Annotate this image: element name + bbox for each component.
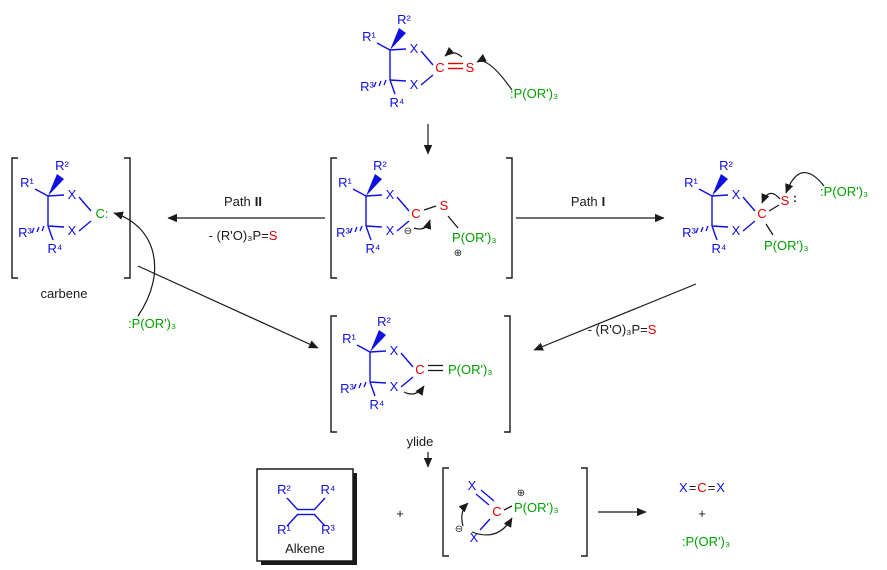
bracket-left [330, 157, 337, 279]
plus-charge: ⊕ [517, 488, 525, 499]
starting-thiocarbonyl: C S :P(OR')₃ [359, 11, 558, 111]
atom-s: S [781, 193, 790, 208]
carbene-label: carbene [41, 286, 88, 301]
path-ii-label: Path II [224, 194, 262, 209]
double-bond-sign: = [708, 480, 716, 495]
ring-skeleton-instance [335, 157, 410, 257]
path-ii-byproduct: - (R'O)₃P=S [209, 228, 278, 243]
atom-r2: R² [277, 482, 291, 497]
bond-s-p [447, 215, 459, 229]
plus-sign-1: + [396, 506, 404, 521]
curved-arrow-phosphite-to-s [785, 171, 825, 194]
curved-arrow-phosphite-to-s [476, 54, 513, 91]
atom-x-top: X [468, 478, 477, 493]
phosphorane-group: P(OR')₃ [448, 362, 493, 377]
bond-r3-c [313, 513, 326, 527]
phosphonium-group: P(OR')₃ [764, 238, 809, 253]
atom-c-ylide: C [415, 362, 424, 377]
minus-charge: ⊖ [404, 226, 412, 237]
path-i-numeral: I [602, 194, 606, 209]
diagonal-arrow-adduct-to-ylide [533, 283, 697, 351]
heterocumulene-product: X=C=X [679, 480, 725, 495]
curved-arrow-pi-to-c [444, 46, 463, 58]
plus-charge: ⊕ [454, 248, 462, 259]
diagonal-arrow-carbene-to-ylide [137, 265, 319, 349]
atom-r4: R⁴ [321, 482, 336, 497]
bracket-right [581, 467, 588, 557]
alkene-label: Alkene [285, 541, 325, 556]
atom-carbene-c: C: [96, 206, 109, 221]
bond-c-x [479, 518, 491, 531]
path-ii-numeral: II [255, 194, 262, 209]
bond-c-s [768, 204, 780, 212]
atom-x-bottom: X [470, 530, 479, 545]
atom-c-thiocarbonyl: C [435, 60, 444, 75]
atom-x: X [679, 480, 688, 495]
byproduct-sulfur: S [648, 322, 657, 337]
curved-arrow-to-p [471, 517, 513, 536]
atom-c: C [492, 504, 501, 519]
path-i-adduct: C S : P(OR')₃ :P(OR')₃ [681, 157, 868, 257]
bracket-left [442, 467, 449, 557]
bond-c-p [765, 223, 774, 236]
ylide-label: ylide [407, 434, 434, 449]
atom-s: S [440, 198, 449, 213]
final-products: X=C=X + :P(OR')₃ [679, 480, 730, 549]
ring-skeleton-instance [681, 157, 756, 257]
plus-sign-2: + [698, 506, 706, 521]
path-i-byproduct: - (R'O)₃P=S [588, 322, 657, 337]
alkene-product: R² R⁴ R¹ R³ Alkene [256, 468, 357, 565]
path-i-label: Path I [571, 194, 605, 209]
minus-charge: ⊖ [455, 524, 463, 535]
bond-c-p [503, 505, 513, 511]
bond-r2-c [286, 497, 299, 511]
double-bond-xc-2 [480, 489, 495, 502]
atom-c-carbanion: C [411, 206, 420, 221]
lone-pair-dots: : [793, 191, 797, 205]
atom-x: X [716, 480, 725, 495]
phosphorane-fragment: X C X ⊖ ⊕ P(OR')₃ [442, 467, 588, 557]
byproduct-prefix: - (R'O)₃P= [588, 322, 648, 337]
atom-c: C [757, 206, 766, 221]
double-bond-xc-1 [475, 493, 490, 506]
byproduct-prefix: - (R'O)₃P= [209, 228, 269, 243]
double-bond-sign: = [689, 480, 697, 495]
path-word: Path [571, 194, 598, 209]
phosphite-product: :P(OR')₃ [682, 534, 730, 549]
atom-s-thiocarbonyl: S [466, 60, 475, 75]
bond-r4-c [313, 497, 326, 511]
ring-skeleton-instance [17, 157, 92, 257]
curved-arrow-phosphite-to-carbene [113, 211, 156, 317]
curved-arrow-carbanion [413, 219, 432, 230]
bracket-left [11, 157, 18, 279]
ring-skeleton-instance [339, 313, 414, 413]
phosphonium-group: P(OR')₃ [514, 500, 559, 515]
curved-arrow-ring-to-c [403, 385, 425, 396]
bond-r1-c [286, 513, 299, 527]
ring-skeleton-instance [359, 11, 434, 111]
bracket-right [506, 157, 513, 279]
phosphonium-group: P(OR')₃ [452, 230, 497, 245]
byproduct-sulfur: S [269, 228, 278, 243]
phosphite-reagent: :P(OR')₃ [820, 184, 868, 199]
bracket-right [124, 157, 131, 279]
carbene-phosphite-attack: :P(OR')₃ [113, 211, 176, 331]
phosphite-reagent: :P(OR')₃ [128, 316, 176, 331]
curved-arrow-cs-to-c [761, 192, 781, 204]
intermediate-betaine: C ⊖ S P(OR')₃ ⊕ [330, 157, 513, 279]
carbene-species: C: carbene [11, 157, 131, 301]
ylide-species: C P(OR')₃ ylide [330, 313, 511, 449]
bracket-right [504, 315, 511, 433]
phosphite-reagent: :P(OR')₃ [510, 86, 558, 101]
curved-arrow-minus-to-bond [458, 502, 469, 527]
bond-c-s [423, 205, 437, 211]
atom-c: C [697, 480, 706, 495]
bracket-left [330, 315, 337, 433]
path-word: Path [224, 194, 251, 209]
